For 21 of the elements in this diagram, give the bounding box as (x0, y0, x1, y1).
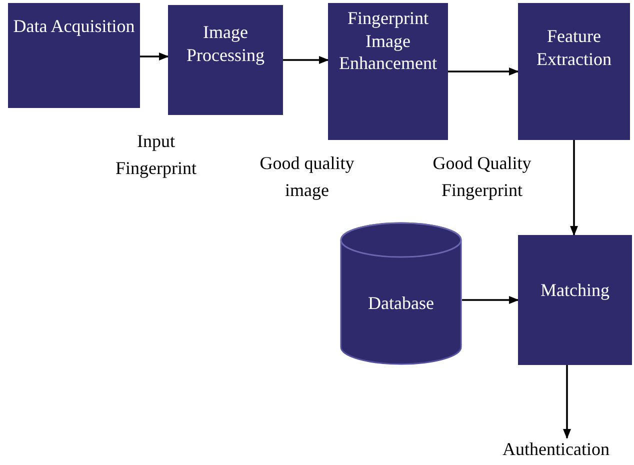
node-label: Database (368, 292, 434, 315)
arrow (462, 296, 519, 304)
process-box (518, 3, 630, 140)
node-label: Data Acquisition (13, 15, 135, 38)
node-label: Authentication (502, 438, 610, 460)
arrow (140, 52, 169, 60)
node-label: Feature Extraction (536, 25, 612, 70)
process-box (328, 3, 448, 140)
arrow (448, 68, 519, 76)
arrow (570, 140, 578, 236)
data-label: Good quality image (258, 152, 356, 202)
process-box (8, 3, 140, 108)
data-label: Input Fingerprint (114, 130, 198, 180)
node-label: Image Processing (186, 21, 266, 66)
arrow (563, 365, 571, 439)
node-label: Fingerprint Image Enhancement (338, 7, 438, 74)
process-box (518, 235, 632, 365)
process-box (168, 5, 283, 115)
arrow (283, 56, 329, 64)
node-label: Matching (540, 279, 610, 302)
data-label: Good Quality Fingerprint (432, 152, 532, 202)
